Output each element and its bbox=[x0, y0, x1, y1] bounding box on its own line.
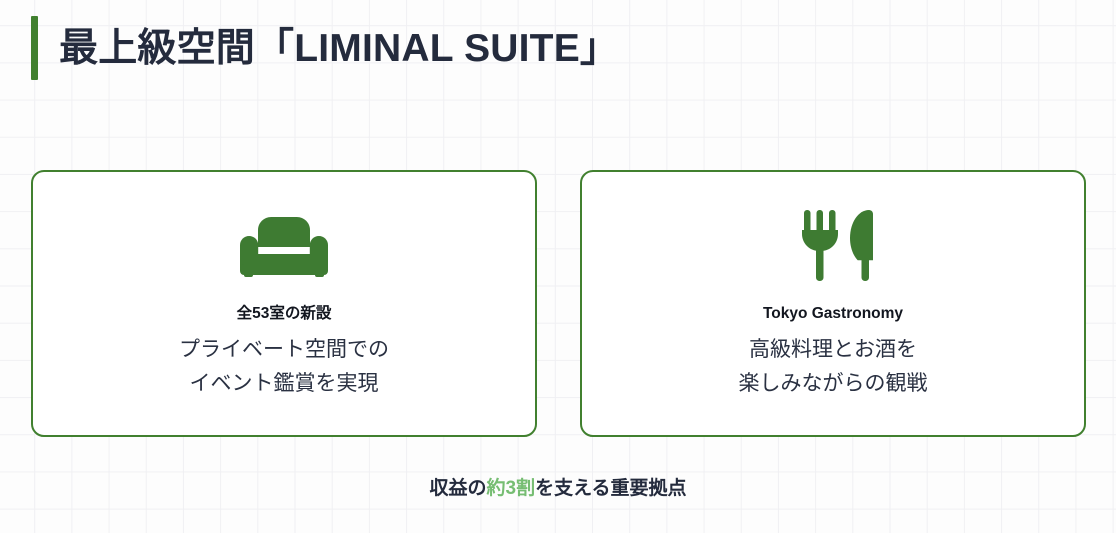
footnote-highlight: 約3割 bbox=[486, 478, 536, 499]
footnote-prefix: 収益の bbox=[429, 478, 487, 499]
couch-icon bbox=[232, 209, 336, 281]
feature-card-body: 高級料理とお酒を 楽しみながらの観戦 bbox=[739, 333, 928, 401]
utensils-icon bbox=[785, 209, 881, 281]
title-accent-bar bbox=[31, 16, 38, 80]
feature-card-heading: 全53室の新設 bbox=[236, 305, 332, 322]
page-title-text: 最上級空間「LIMINAL SUITE」 bbox=[59, 26, 620, 70]
feature-card-body-line: 高級料理とお酒を bbox=[749, 337, 917, 361]
footnote-suffix: を支える重要拠点 bbox=[535, 478, 687, 499]
footnote: 収益の約3割を支える重要拠点 bbox=[0, 478, 1116, 501]
page-title: 最上級空間「LIMINAL SUITE」 bbox=[31, 16, 619, 80]
feature-card-body-line: 楽しみながらの観戦 bbox=[738, 371, 928, 395]
feature-card-body-line: プライベート空間での bbox=[179, 337, 389, 361]
feature-card-gastronomy[interactable]: Tokyo Gastronomy 高級料理とお酒を 楽しみながらの観戦 bbox=[580, 170, 1086, 437]
feature-card-heading: Tokyo Gastronomy bbox=[762, 305, 904, 322]
feature-card-body-line: イベント鑑賞を実現 bbox=[189, 371, 379, 395]
feature-card-list: 全53室の新設 プライベート空間での イベント鑑賞を実現 bbox=[31, 170, 1086, 437]
feature-card-body: プライベート空間での イベント鑑賞を実現 bbox=[179, 333, 389, 401]
feature-card-suite[interactable]: 全53室の新設 プライベート空間での イベント鑑賞を実現 bbox=[31, 170, 537, 437]
